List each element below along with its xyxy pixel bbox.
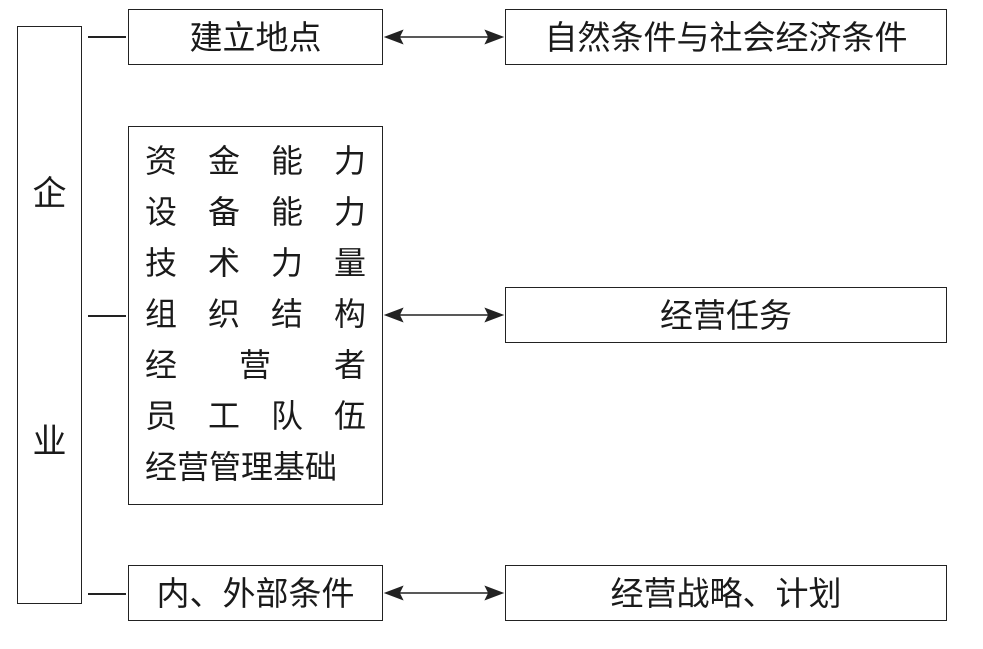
capability-char: 设 [145,193,178,231]
connector-top [88,36,126,38]
capability-char: 资 [145,142,178,180]
capability-char: 力 [334,142,367,180]
capability-char: 能 [271,193,304,231]
double-arrow-middle [383,307,505,323]
capability-char: 力 [271,244,304,282]
capability-char: 队 [271,397,304,435]
capability-char: 术 [208,244,241,282]
strategy-plan-label: 经营战略、计划 [610,573,842,613]
capability-char: 者 [334,346,367,384]
double-arrow-top [383,29,505,45]
connector-bottom [88,593,126,595]
capability-row: 经营管理基础 [145,451,370,502]
location-box: 建立地点 [128,9,383,65]
capabilities-box: 资 金 能 力 设 备 能 力 技 术 力 量 组 织 结 构 经 营 者 [128,126,383,505]
capability-char: 能 [271,142,304,180]
capability-char: 员 [145,397,178,435]
capability-row: 经 营 者 [145,349,370,400]
business-task-box: 经营任务 [505,287,947,343]
capability-row: 组 织 结 构 [145,298,370,349]
strategy-plan-box: 经营战略、计划 [505,565,947,621]
capability-char: 力 [334,193,367,231]
capability-char: 金 [208,142,241,180]
capability-char: 量 [334,244,367,282]
capability-char: 织 [208,295,241,333]
capability-row: 资 金 能 力 [145,145,370,196]
enterprise-box: 企 业 [17,26,82,604]
natural-social-conditions-label: 自然条件与社会经济条件 [544,17,908,57]
capability-char: 备 [208,193,241,231]
capability-row: 技 术 力 量 [145,247,370,298]
capability-char: 结 [271,295,304,333]
enterprise-char-2: 业 [32,422,67,462]
capability-char: 组 [145,295,178,333]
business-task-label: 经营任务 [660,295,792,335]
location-label: 建立地点 [189,17,322,57]
double-arrow-bottom [383,585,505,601]
capability-char: 工 [208,397,241,435]
capability-row: 设 备 能 力 [145,196,370,247]
connector-middle [88,315,126,317]
internal-external-conditions-box: 内、外部条件 [128,565,383,621]
internal-external-conditions-label: 内、外部条件 [156,573,355,613]
capability-char: 技 [145,244,178,282]
capability-char: 构 [334,295,367,333]
capability-char: 经 [145,346,178,384]
enterprise-char-1: 企 [32,174,67,214]
capability-char: 伍 [334,397,367,435]
management-foundation-label: 经营管理基础 [145,448,338,486]
capabilities-list: 资 金 能 力 设 备 能 力 技 术 力 量 组 织 结 构 经 营 者 [145,145,370,502]
capability-row: 员 工 队 伍 [145,400,370,451]
natural-social-conditions-box: 自然条件与社会经济条件 [505,9,947,65]
capability-char: 营 [239,346,272,384]
